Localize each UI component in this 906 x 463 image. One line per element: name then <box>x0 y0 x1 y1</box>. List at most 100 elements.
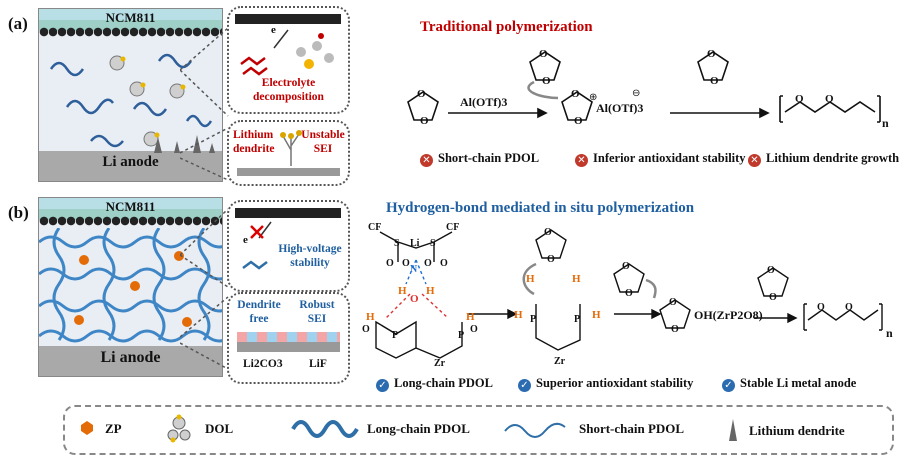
svg-text:O: O <box>547 254 555 265</box>
legend-short-chain: Short-chain PDOL <box>579 421 685 436</box>
benefit-1-text: Long-chain PDOL <box>394 376 493 390</box>
svg-text:O: O <box>817 302 825 313</box>
svg-text:O: O <box>402 258 410 269</box>
short-chain-icon <box>504 422 566 438</box>
svg-text:H: H <box>366 311 375 323</box>
zoom-connectors-b <box>180 208 229 370</box>
zoom-electrolyte-decomposition: e Electrolyte decomposition <box>227 6 350 114</box>
drawback-1: ✕Short-chain PDOL <box>420 151 539 167</box>
svg-text:H: H <box>514 309 523 321</box>
x-icon: ✕ <box>420 154 433 167</box>
drawback-2: ✕ Inferior antioxidant stability <box>575 151 746 167</box>
svg-text:O: O <box>542 75 551 87</box>
legend-long-chain: Long-chain PDOL <box>367 421 470 436</box>
x-icon: ✕ <box>575 154 588 167</box>
traditional-title: Traditional polymerization <box>420 19 593 35</box>
anode-layer-b: Li anode <box>39 346 222 376</box>
catalyst-label: Al(OTf)3 <box>460 95 507 110</box>
dol-icon <box>167 414 191 443</box>
anode-label-b: Li anode <box>100 349 161 366</box>
benefit-1: ✓ Long-chain PDOL <box>376 376 493 392</box>
svg-text:O: O <box>769 292 777 303</box>
polymer-subscript-b: n <box>886 326 893 340</box>
legend-zp: ZP <box>105 421 122 436</box>
svg-text:S: S <box>430 238 436 249</box>
svg-text:CF: CF <box>368 222 381 233</box>
dendrite-caption-a: Lithium dendrite <box>233 129 275 155</box>
panel-b-label: (b) <box>8 203 29 222</box>
drawback-3: ✕ Lithium dendrite growth <box>748 151 899 167</box>
svg-text:N: N <box>410 264 418 275</box>
svg-text:H: H <box>466 311 475 323</box>
check-icon: ✓ <box>376 379 389 392</box>
zoom-connectors-a <box>180 27 229 180</box>
svg-text:P: P <box>530 314 536 325</box>
cathode-layer-b: NCM811 <box>39 198 222 220</box>
svg-text:H: H <box>572 273 581 285</box>
long-chain-icon <box>291 420 359 438</box>
cathode-label: NCM811 <box>105 10 156 25</box>
svg-text:O: O <box>845 302 853 313</box>
high-voltage-caption: High-voltage stability <box>278 243 342 269</box>
mediated-title: Hydrogen-bond mediated in situ polymeriz… <box>386 200 695 216</box>
zoom-high-voltage: e High-voltage stability <box>227 200 350 292</box>
counter-ion-text: Al(OTf)3 <box>596 101 644 115</box>
legend-dol: DOL <box>205 421 234 436</box>
electron-label-a: e <box>271 24 276 36</box>
cathode-layer: NCM811 <box>39 9 222 31</box>
svg-text:O: O <box>440 258 448 269</box>
svg-text:O: O <box>386 258 394 269</box>
svg-text:O: O <box>424 258 432 269</box>
svg-text:Zr: Zr <box>434 358 446 368</box>
panel-a-label: (a) <box>8 14 28 33</box>
counter-ion-label: Al(OTf)3 <box>596 101 643 116</box>
anode-strip-a <box>237 168 340 176</box>
svg-text:⊖: ⊖ <box>632 88 640 99</box>
svg-text:S: S <box>394 238 400 249</box>
electron-label-b: e <box>243 234 248 246</box>
sei-layer <box>237 332 340 342</box>
svg-text:Zr: Zr <box>554 356 566 367</box>
svg-text:O: O <box>669 297 677 308</box>
cathode-particles <box>39 27 222 37</box>
drawback-2-text: Inferior antioxidant stability <box>593 151 746 165</box>
dendrite-illustration <box>280 130 302 166</box>
check-icon: ✓ <box>722 379 735 392</box>
panel-a-cell: NCM811 Li anode <box>38 8 223 182</box>
legend-dendrite: Lithium dendrite <box>749 423 845 438</box>
lif-label: LiF <box>309 358 327 370</box>
svg-text:O: O <box>539 48 548 60</box>
svg-text:O: O <box>362 324 370 335</box>
svg-text:P: P <box>392 330 398 341</box>
cathode-particles-b <box>39 216 222 226</box>
svg-text:H: H <box>426 285 435 297</box>
svg-text:O: O <box>707 48 716 60</box>
svg-text:O: O <box>710 75 719 87</box>
high-voltage-illustration <box>235 208 341 270</box>
benefit-2: ✓Superior antioxidant stability <box>518 376 693 392</box>
drawback-3-text: Lithium dendrite growth <box>766 151 900 165</box>
svg-text:O: O <box>574 115 583 127</box>
li2co3-label: Li2CO3 <box>243 358 283 370</box>
polymer-subscript-a: n <box>882 116 889 130</box>
dendrite-icon <box>729 419 737 441</box>
benefit-3-text: Stable Li metal anode <box>740 376 857 390</box>
cathode-label-b: NCM811 <box>105 199 156 214</box>
robust-sei-caption: Robust SEI <box>299 299 335 325</box>
long-chain-network <box>39 228 222 343</box>
svg-text:O: O <box>544 227 552 238</box>
svg-text:P: P <box>458 330 464 341</box>
catalyst-text: Al(OTf)3 <box>460 95 508 109</box>
benefit-2-text: Superior antioxidant stability <box>536 376 694 390</box>
svg-text:O: O <box>795 93 804 105</box>
complex-label: OH(ZrP2O8) <box>694 308 763 322</box>
zp-icon <box>81 421 93 435</box>
x-icon: ✕ <box>748 154 761 167</box>
benefit-3: ✓ Stable Li metal anode <box>722 376 856 392</box>
svg-text:O: O <box>625 288 633 299</box>
svg-text:O: O <box>671 324 679 335</box>
svg-text:O: O <box>571 88 580 100</box>
decomposition-caption: Electrolyte decomposition <box>253 77 324 103</box>
